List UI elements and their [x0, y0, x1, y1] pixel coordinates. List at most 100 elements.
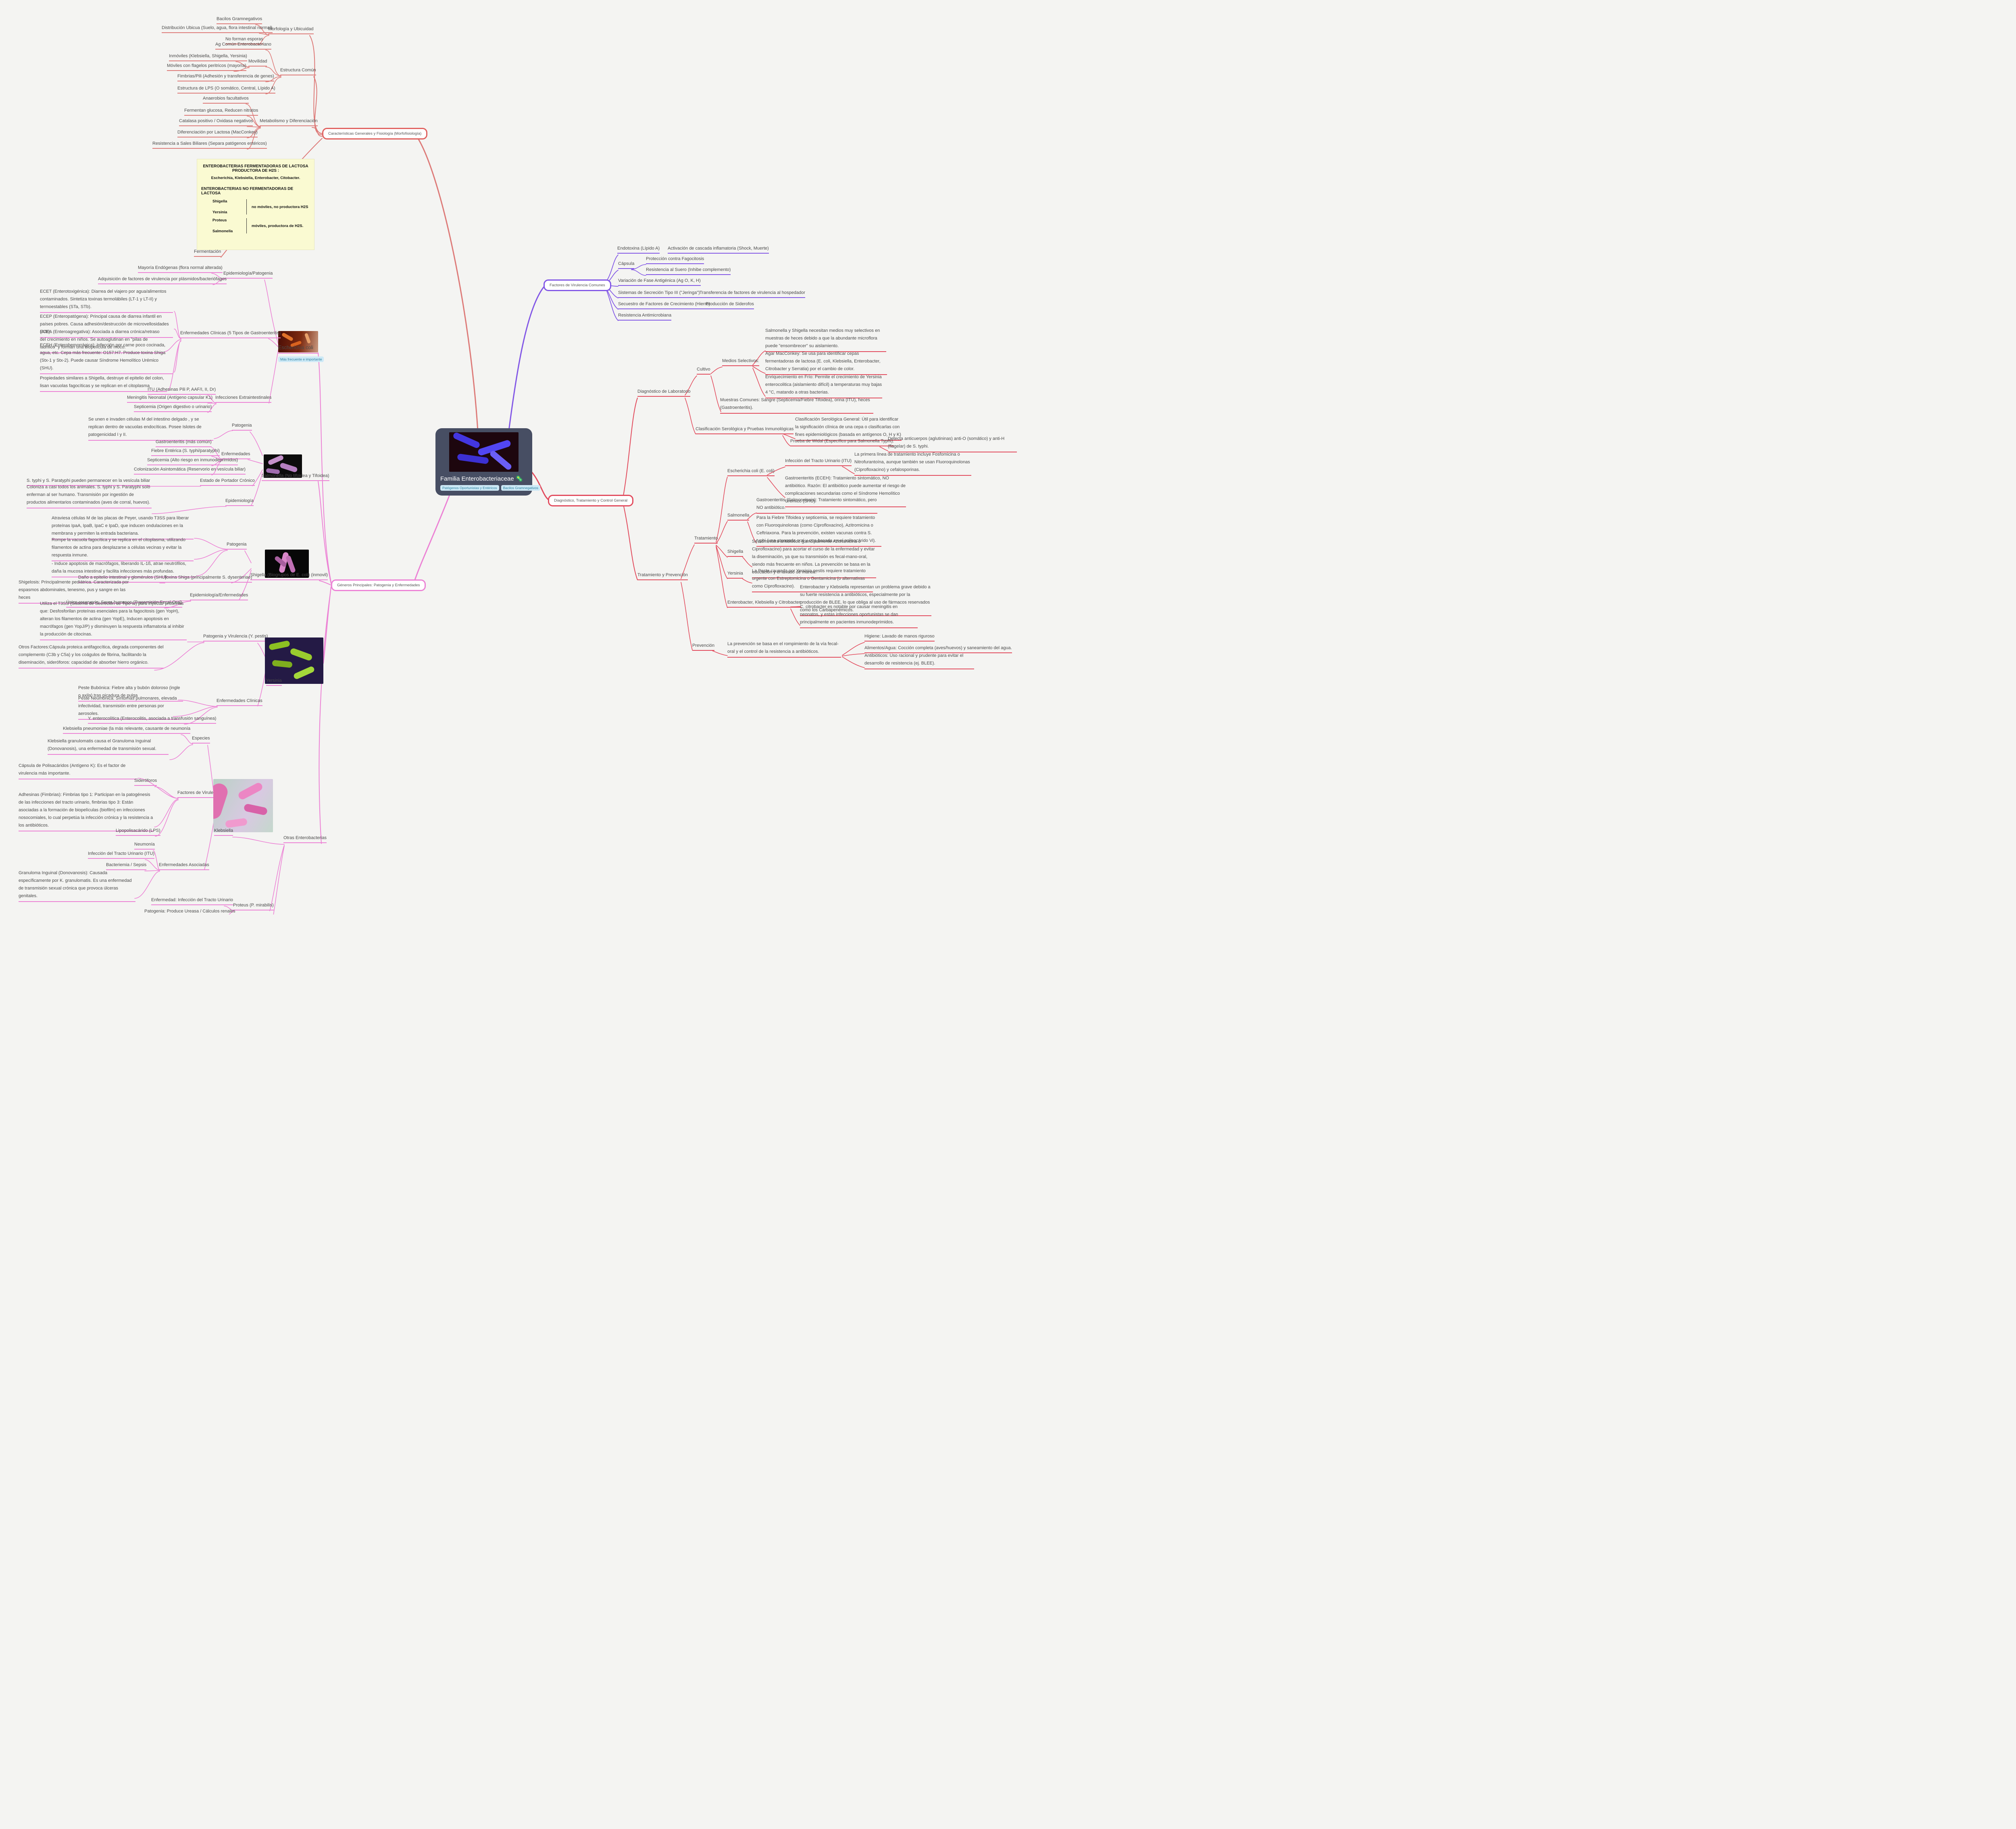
topic-shig ella-pato2[interactable]: Rompe la vacuola fagocítica y se replica… [52, 536, 194, 561]
topic-bacilos-gramnegativos[interactable]: Bacilos Gramnegativos [217, 16, 262, 25]
topic-inmoviles[interactable]: Inmóviles (Klebsiella, Shigella, Yersini… [169, 53, 247, 62]
topic-salmonella-epidemiologia[interactable]: Epidemiología [225, 498, 254, 506]
topic-ecet[interactable]: ECET (Enterotoxigénica): Diarrea del via… [40, 288, 173, 313]
topic-activacion-cascada[interactable]: Activación de cascada inflamatoria (Shoc… [668, 246, 769, 254]
topic-peste-bubonica[interactable]: Peste Bubónica: Fiebre alta y bubón dolo… [78, 684, 183, 702]
central-topic[interactable]: Familia Enterobacteriaceae 🦠 Patógenos O… [435, 428, 541, 496]
topic-estado-portador[interactable]: Estado de Portador Crónico [200, 478, 255, 486]
topic-salmonella-patogenia-text[interactable]: Se unen e invaden células M del intestin… [88, 416, 213, 441]
topic-shigella-pato3[interactable]: - Induce apoptosis de macrófagos, libera… [52, 560, 196, 577]
topic-lipopolisacarido[interactable]: Lipopolisacárido (LPS) [116, 828, 160, 836]
topic-endotoxina[interactable]: Endotoxina (Lípido A) [617, 246, 660, 254]
topic-yersinia-enfermedades[interactable]: Enfermedades Clínicas [217, 698, 262, 706]
topic-peste-neumonica[interactable]: Peste Neumónica: Síntomas pulmonares, el… [78, 695, 179, 720]
topic-t3ss[interactable]: Sistemas de Secreción Tipo III ("Jeringa… [618, 290, 700, 298]
topic-enfermedades-clinicas-ecoli[interactable]: Enfermedades Clínicas (5 Tipos de Gastro… [180, 330, 281, 339]
topic-factores-virulencia-comunes[interactable]: Factores de Virulencia Comunes [544, 279, 611, 291]
topic-moviles-flagelos[interactable]: Móviles con flagelos peritricos (mayoría… [167, 63, 246, 71]
topic-generos-principales[interactable]: Géneros Principales: Patogenia y Enferme… [331, 579, 426, 591]
topic-ag-comun[interactable]: Ag Común Enterobacteriano [215, 42, 271, 50]
topic-adquisicion-factores[interactable]: Adquisición de factores de virulencia po… [98, 276, 227, 285]
topic-itu-primera-linea[interactable]: La primera línea de tratamiento incluye … [854, 451, 971, 476]
topic-shigella-tratamiento[interactable]: Shigella [727, 549, 744, 557]
topic-ecei[interactable]: Propiedades similares a Shigella, destru… [40, 375, 167, 392]
topic-diagnostico-tratamiento-control[interactable]: Diagnóstico, Tratamiento y Control Gener… [548, 495, 634, 506]
topic-sideroforos[interactable]: Sideróforos [134, 778, 157, 786]
topic-yersinia-patogenia[interactable]: Patogenia y Virulencia (Y. pestis) [203, 633, 268, 642]
topic-prueba-widal[interactable]: Prueba de Widal (Específico para Salmone… [790, 438, 894, 447]
topic-proteus-patogenia[interactable]: Patogenia: Produce Ureasa / Cálculos ren… [144, 908, 235, 914]
topic-k-granulomatis[interactable]: Klebsiella granulomatis causa el Granulo… [48, 737, 169, 755]
topic-otras-enterobacterias[interactable]: Otras Enterobacterias [283, 835, 327, 844]
topic-diagnostico-laboratorio[interactable]: Diagnóstico de Laboratorio [637, 389, 691, 397]
topic-peste-tratamiento[interactable]: La Peste causada por Yersinia pestis req… [752, 567, 873, 592]
topic-secuestro-hierro[interactable]: Secuestro de Factores de Crecimiento (Hi… [618, 301, 710, 310]
topic-shigella-pato1[interactable]: Atraviesa células M de las placas de Pey… [52, 515, 194, 540]
topic-fermentacion[interactable]: Fermentación [194, 249, 221, 257]
topic-salmonella-epidemiologia-text[interactable]: Coloniza a casi todos los animales. S. t… [27, 483, 152, 508]
topic-fermentan-glucosa[interactable]: Fermentan glucosa, Reducen nitratos [184, 108, 258, 116]
topic-ecea[interactable]: ECEA (Enteroagregativa): Asociada a diar… [40, 328, 164, 353]
topic-shigella-patogenia[interactable]: Patogenia [227, 542, 247, 550]
topic-transferencia-factores[interactable]: Transferencia de factores de virulencia … [700, 290, 805, 298]
topic-bacteriemia-sepsis[interactable]: Bacteriemia / Sepsis [106, 862, 147, 871]
topic-metabolismo[interactable]: Metabolismo y Diferenciación [260, 118, 318, 127]
topic-shigelosis[interactable]: Shigelosis: Principalmente pediátrica. C… [19, 579, 135, 604]
topic-klebsiella[interactable]: Klebsiella [214, 828, 233, 836]
topic-salmonelosis[interactable]: Gastroenteritis (Salmonelosis): Tratamie… [756, 496, 877, 514]
topic-salmonella-enfermedades[interactable]: Enfermedades [221, 451, 250, 460]
topic-capsula-polisacaridos[interactable]: Cápsula de Polisacáridos (Antígeno K): E… [19, 762, 137, 779]
topic-septicemia-origen[interactable]: Septicemia (Origen digestivo o urinario) [134, 404, 212, 412]
topic-ekc[interactable]: Enterobacter, Klebsiella y Citrobacter: [727, 600, 802, 608]
topic-shigella[interactable]: Shigella (Biogrupos de E. coli) (inmovil… [250, 572, 328, 581]
topic-estructura-lps[interactable]: Estructura de LPS (O somático, Central, … [177, 85, 275, 94]
topic-serologica-general[interactable]: Clasificación Serológica General: Útil p… [795, 416, 902, 441]
topic-itu-ecoli[interactable]: ITU (Adhesinas Pili P, AAF/I, II, Dr) [148, 387, 216, 395]
topic-salmonella[interactable]: Salmonella (No tifoidea y Tifoidea) [262, 473, 329, 481]
topic-capsula[interactable]: Cápsula [618, 261, 635, 269]
topic-neumonia[interactable]: Neumonía [134, 842, 155, 850]
topic-fiebre-enterica[interactable]: Fiebre Entérica (S. typhi/paratyphi) [151, 448, 220, 456]
topic-estructura-comun[interactable]: Estructura Común [280, 67, 316, 76]
topic-ecep[interactable]: ECEP (Enteropatógena): Principal causa d… [40, 313, 173, 338]
topic-adhesinas[interactable]: Adhesinas (Fimbrias): Fimbrias tipo 1: P… [19, 791, 154, 831]
topic-infecciones-extraintestinales[interactable]: Infecciones Extraintestinales [215, 395, 272, 403]
topic-morfologia-ubicuidad[interactable]: Morfología y Ubicuidad [268, 26, 314, 35]
topic-toxina-shiga[interactable]: Toxina Shiga (principalmente S. dysenter… [164, 575, 252, 583]
topic-salmonella-tratamiento[interactable]: Salmonella [727, 512, 750, 521]
tag-bacilos[interactable]: Bacilos Gramnegativos [501, 485, 541, 491]
topic-antibioticos-uso-racional[interactable]: Antibióticos: Uso racional y prudente pa… [864, 652, 974, 669]
topic-no-esporas[interactable]: No forman esporas [225, 36, 263, 45]
topic-danio-epitelio[interactable]: Daño a epitelio intestinal y glomérulos … [78, 575, 167, 583]
topic-catalasa-oxidasa[interactable]: Catalasa positivo / Oxidasa negativos [179, 118, 253, 127]
topic-tratamiento-prevencion[interactable]: Tratamiento y Prevención [637, 572, 688, 581]
topic-citrobacter-neonatos[interactable]: C. citrobacter es notable por causar men… [800, 603, 918, 628]
topic-y-enterocolitica[interactable]: Y. enterocolítica (Enterocolitis, asocia… [88, 716, 217, 724]
topic-k-pneumoniae[interactable]: Klebsiella pneumoniae (la más relevante,… [63, 726, 191, 734]
topic-yersinia[interactable]: Yersinia [266, 678, 282, 686]
topic-yersinia-otros-factores[interactable]: Otros Factores:Cápsula proteica antifago… [19, 644, 164, 669]
topic-resistencia-sales[interactable]: Resistencia a Sales Biliares (Separa pat… [152, 141, 267, 149]
tag-patogenos[interactable]: Patógenos Oportunistas y Entéricos [440, 485, 499, 491]
topic-prevencion[interactable]: Prevención [692, 643, 715, 651]
topic-itu-tratamiento[interactable]: Infección del Tracto Urinario (ITU) [785, 458, 852, 467]
topic-mayoria-endogenas[interactable]: Mayoría Endógenas (flora normal alterada… [138, 265, 223, 273]
topic-yersinia-tratamiento[interactable]: Yersinia [727, 571, 743, 579]
topic-medios-selectivos-heces[interactable]: Salmonella y Shigella necesitan medios m… [765, 327, 886, 352]
topic-resistencia-suero[interactable]: Resistencia al Suero (Inhibe complemento… [646, 267, 731, 275]
topic-anaerobios[interactable]: Anaerobios facultativos [203, 96, 249, 104]
topic-caracteristicas-generales[interactable]: Características Generales y Fisiología (… [322, 128, 428, 140]
topic-tratamiento[interactable]: Tratamiento [694, 535, 718, 544]
topic-itu-klebsiella[interactable]: Infección del Tracto Urinario (ITU) [88, 851, 155, 859]
topic-alimentos-agua[interactable]: Alimentos/Agua: Cocción completa (aves/h… [864, 645, 1012, 654]
topic-enriquecimiento-frio[interactable]: Enriquecimiento en Frío: Permite el crec… [765, 373, 882, 398]
topic-fiebre-tifoidea-tratamiento[interactable]: Para la Fiebre Tifoidea y septicemia, se… [756, 514, 881, 547]
topic-epidemiologia-patogenia[interactable]: Epidemiología/Patogenia [223, 271, 273, 279]
topic-movilidad[interactable]: Movilidad [248, 58, 267, 67]
topic-cultivo[interactable]: Cultivo [697, 367, 710, 375]
topic-especies[interactable]: Especies [192, 735, 210, 744]
topic-fimbrias-pili[interactable]: Fimbrias/Pili (Adhesión y transferencia … [177, 73, 274, 82]
topic-prevencion-text[interactable]: La prevención se basa en el rompimiento … [727, 640, 841, 658]
topic-eceh[interactable]: ECEH (Enterohemorrágica): Infección por … [40, 342, 173, 374]
topic-shigella-epi-enf[interactable]: Epidemiología/Enfermedades [190, 592, 248, 601]
